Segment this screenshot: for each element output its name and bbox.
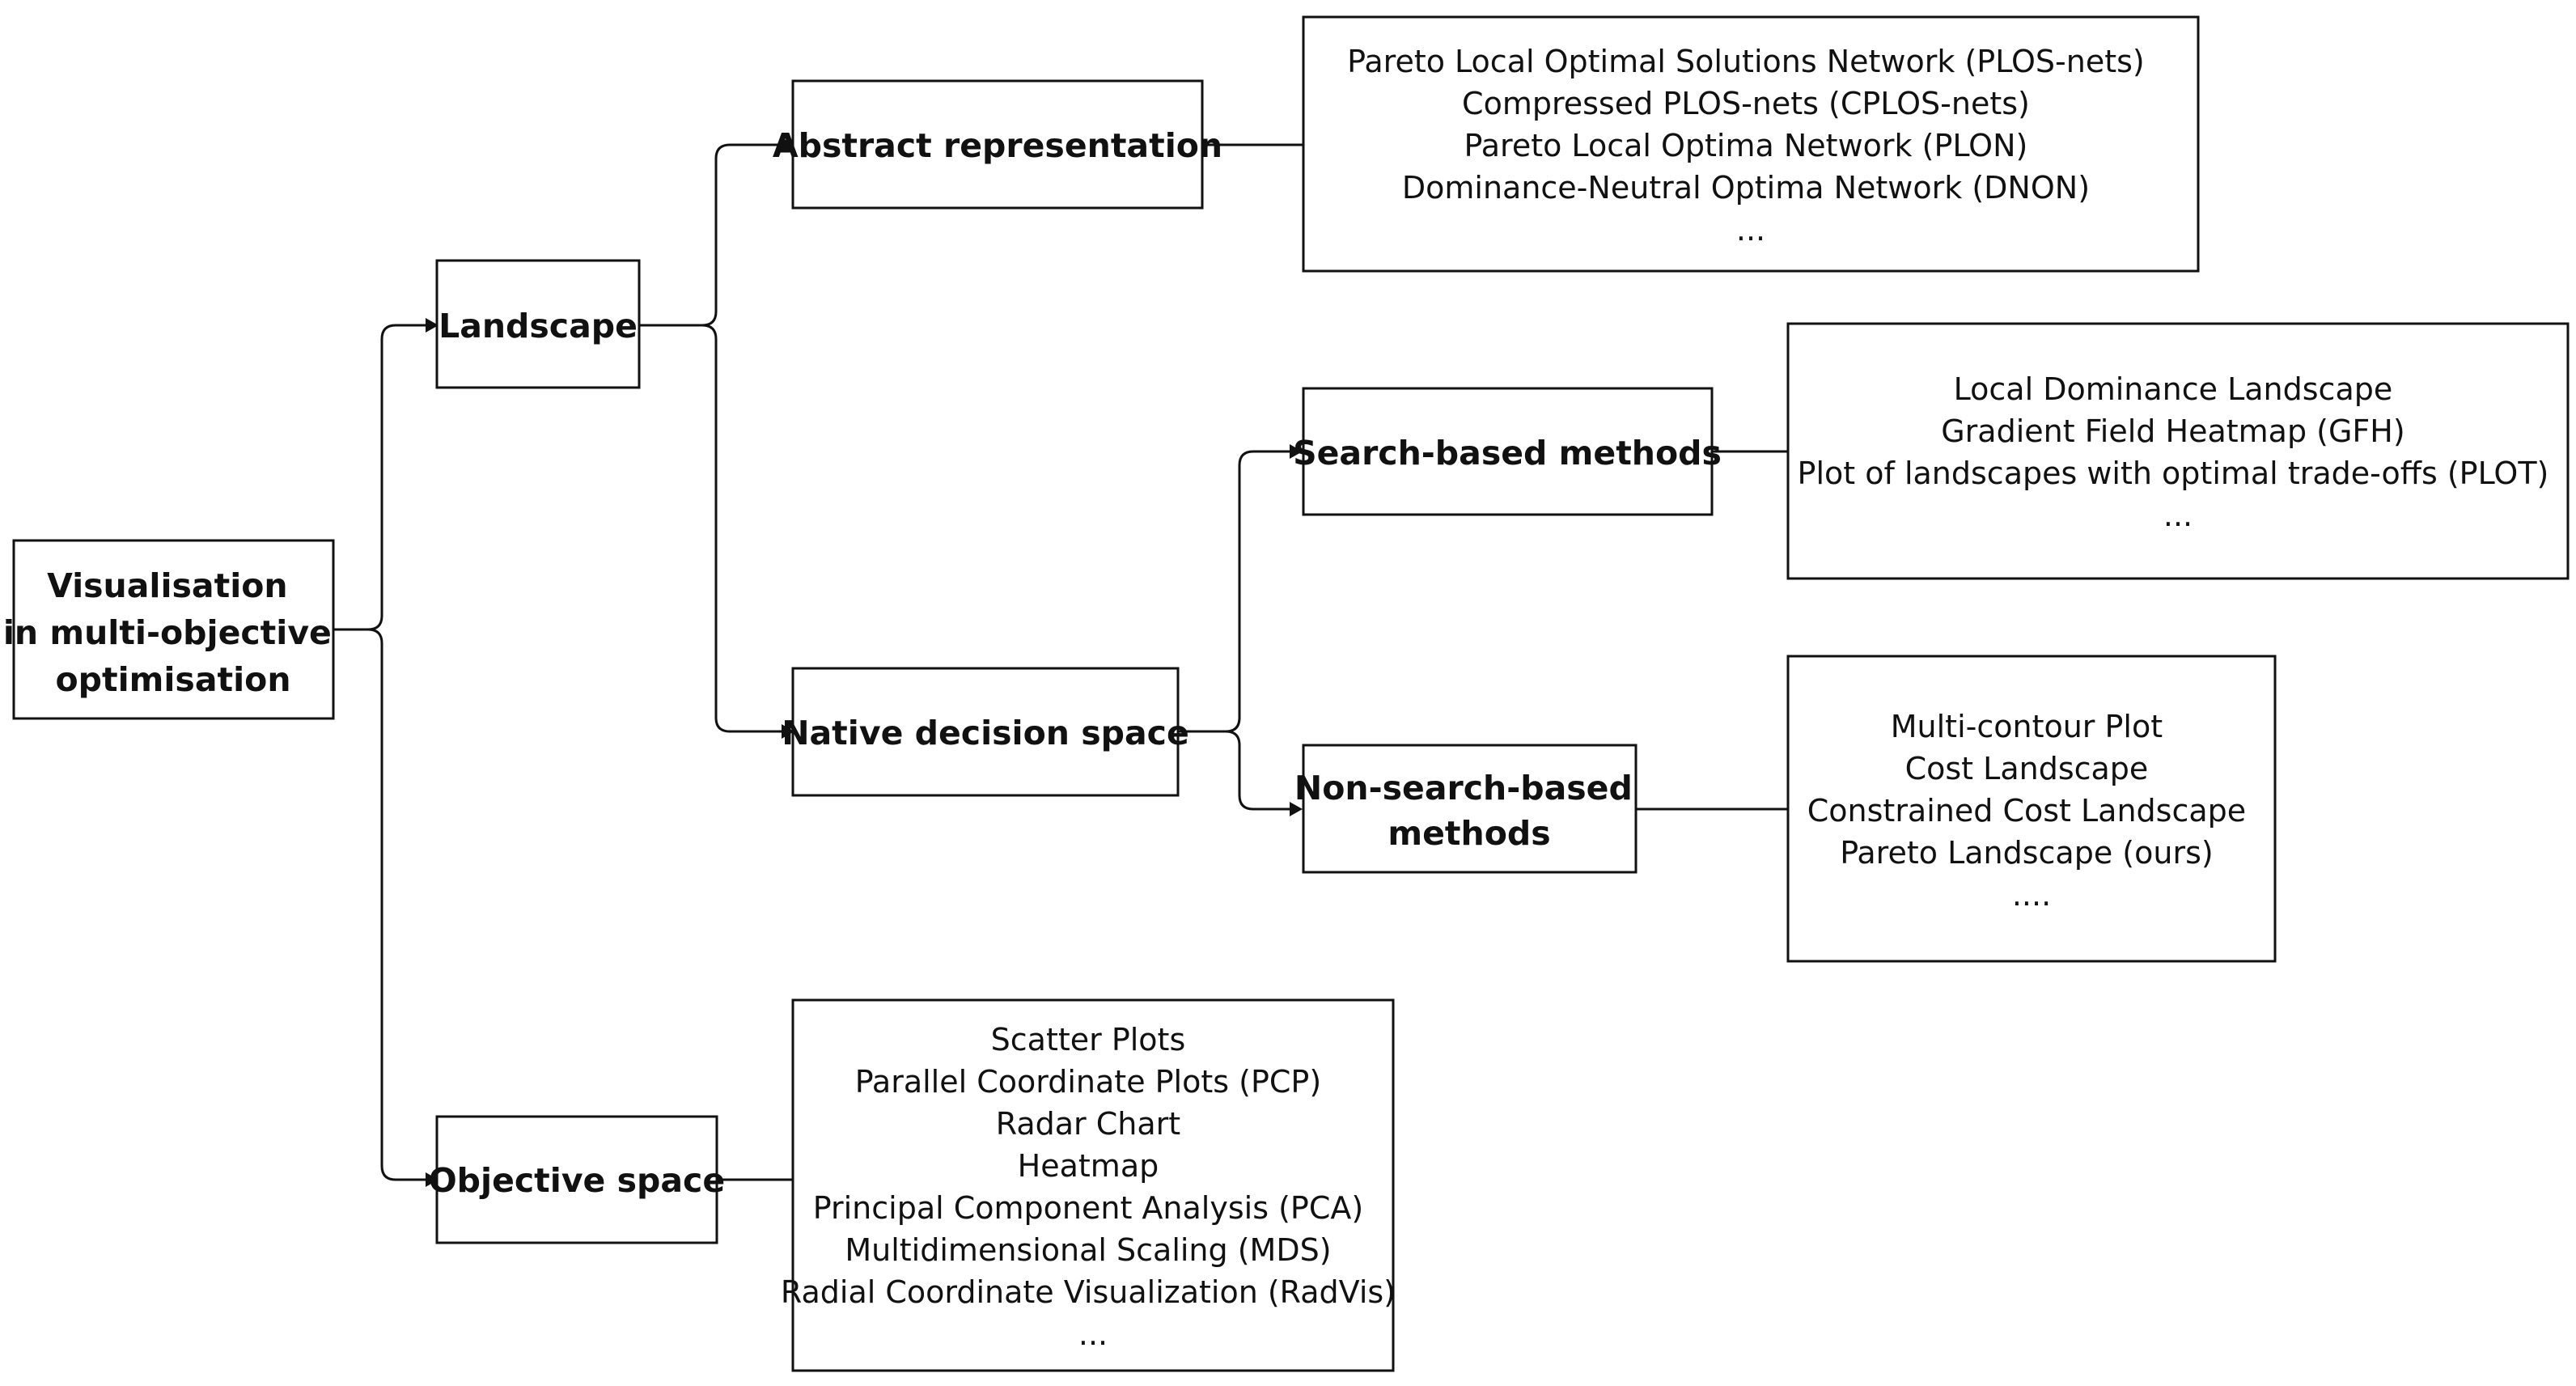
svg-text:Local Dominance Landscape: Local Dominance Landscape Gradient Field… — [1798, 371, 2559, 533]
arrow-to-abstract-representation — [782, 138, 794, 152]
connector-landscape-native — [701, 324, 785, 733]
list-item: Constrained Cost Landscape — [1807, 793, 2246, 829]
list-objective-space-methods: Scatter Plots Parallel Coordinate Plots … — [781, 998, 1405, 1372]
arrow-to-native-decision-space — [782, 724, 794, 739]
arrow-to-landscape — [426, 318, 439, 333]
svg-text:Non-search-based methods: Non-search-based methods — [1294, 769, 1644, 853]
list-item: Pareto Local Optimal Solutions Network (… — [1347, 44, 2145, 79]
list-item: Multidimensional Scaling (MDS) — [845, 1232, 1331, 1268]
list-item: Multi-contour Plot — [1891, 709, 2163, 744]
svg-text:Multi-contour Plot Cost: Multi-contour Plot Cost Landscape Constr… — [1807, 709, 2256, 913]
list-item: Compressed PLOS-nets (CPLOS-nets) — [1462, 86, 2030, 121]
root-line-2: in multi-objective — [3, 613, 332, 652]
list-item: Principal Component Analysis (PCA) — [813, 1190, 1363, 1226]
list-item: ... — [1736, 212, 1765, 248]
list-item: .... — [2012, 877, 2051, 913]
root-line-3: optimisation — [55, 660, 290, 699]
arrow-to-search-based — [1290, 444, 1303, 459]
list-abstract-methods: Pareto Local Optimal Solutions Network (… — [1302, 15, 2200, 273]
list-item: Parallel Coordinate Plots (PCP) — [855, 1064, 1321, 1100]
node-landscape: Landscape — [435, 259, 641, 389]
list-non-search-based-methods: Multi-contour Plot Cost Landscape Constr… — [1786, 655, 2277, 963]
connector-root-landscape — [333, 324, 429, 631]
abstract-representation-label: Abstract representation — [773, 126, 1222, 165]
connector-native-search — [1178, 450, 1293, 733]
list-item: Local Dominance Landscape — [1954, 371, 2393, 407]
list-item: ... — [1078, 1316, 1108, 1352]
list-item: Scatter Plots — [991, 1022, 1186, 1058]
list-search-based-methods: Local Dominance Landscape Gradient Field… — [1786, 322, 2570, 580]
landscape-label: Landscape — [439, 307, 638, 345]
list-item: Plot of landscapes with optimal trade-of… — [1798, 456, 2549, 491]
svg-text:Pareto Local Optimal Solutions: Pareto Local Optimal Solutions Network (… — [1347, 44, 2154, 248]
connector-root-objective-space — [367, 628, 429, 1181]
node-abstract-representation: Abstract representation — [773, 79, 1222, 210]
svg-text:Visualisation in multi-o: Visualisation in multi-objective optimis… — [3, 566, 343, 699]
list-item: Gradient Field Heatmap (GFH) — [1941, 413, 2404, 449]
objective-space-label: Objective space — [429, 1161, 725, 1200]
arrow-to-objective-space — [426, 1172, 439, 1187]
connector-native-non-search — [1225, 730, 1293, 811]
list-item: Radial Coordinate Visualization (RadVis) — [781, 1274, 1396, 1310]
node-search-based: Search-based methods — [1293, 387, 1722, 516]
list-item: Radar Chart — [996, 1106, 1180, 1142]
search-based-label: Search-based methods — [1293, 434, 1722, 473]
node-objective-space: Objective space — [429, 1115, 725, 1244]
root-line-1: Visualisation — [47, 566, 288, 605]
non-search-based-line-2: methods — [1388, 814, 1550, 853]
list-item: Pareto Local Optima Network (PLON) — [1464, 128, 2028, 163]
node-non-search-based: Non-search-based methods — [1294, 744, 1644, 874]
node-root: Visualisation in multi-objective optimis… — [3, 539, 343, 720]
list-item: ... — [2163, 498, 2193, 533]
connector-landscape-abstract — [639, 143, 785, 327]
list-item: Heatmap — [1018, 1148, 1159, 1184]
connectors — [333, 138, 1788, 1187]
node-native-decision-space: Native decision space — [782, 667, 1189, 797]
list-item: Pareto Landscape (ours) — [1840, 835, 2214, 871]
svg-text:Scatter Plots Parallel C: Scatter Plots Parallel Coordinate Plots … — [781, 1022, 1405, 1352]
non-search-based-line-1: Non-search-based — [1294, 769, 1633, 807]
list-item: Dominance-Neutral Optima Network (DNON) — [1402, 170, 2090, 206]
arrow-to-non-search-based — [1290, 802, 1303, 816]
list-item: Cost Landscape — [1905, 751, 2149, 786]
native-decision-space-label: Native decision space — [782, 714, 1189, 752]
